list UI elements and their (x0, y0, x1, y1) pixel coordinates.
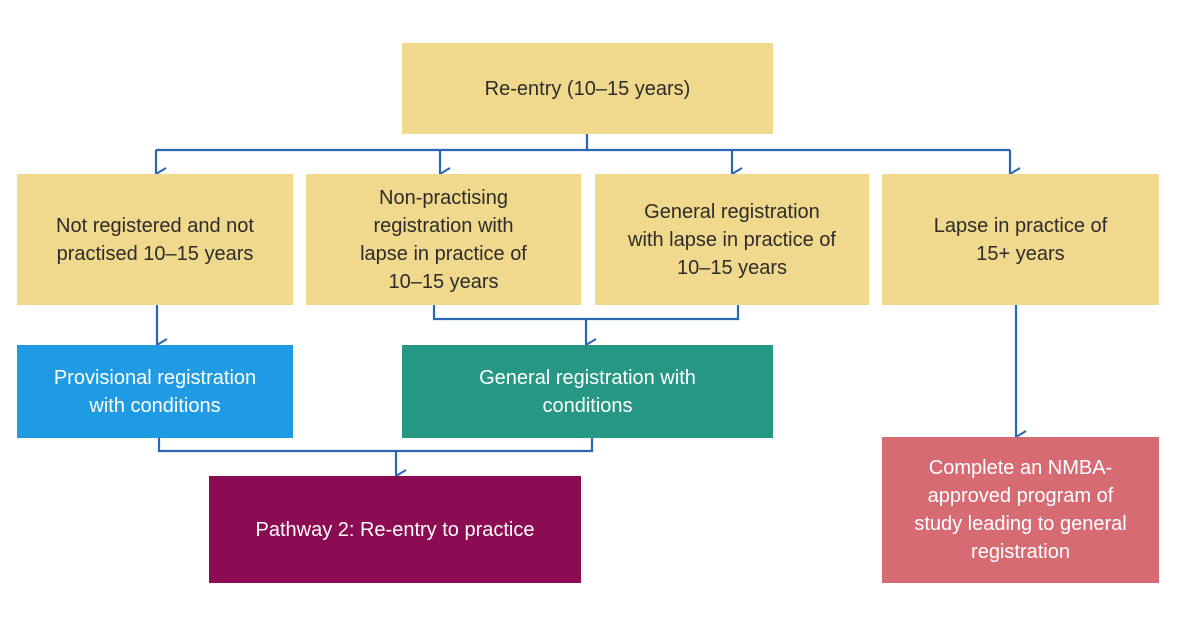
outcome-general-registration-conditions: General registration with conditions (402, 345, 773, 438)
category-general-lapse: General registration with lapse in pract… (595, 174, 869, 305)
category-lapse-15-plus: Lapse in practice of 15+ years (882, 174, 1159, 305)
category-not-registered: Not registered and not practised 10–15 y… (17, 174, 293, 305)
merge-to-pathway-line (157, 438, 594, 453)
outcome-nmba-program: Complete an NMBA- approved program of st… (882, 437, 1159, 583)
merge-to-general-conditions-line (432, 305, 740, 321)
root-box: Re-entry (10–15 years) (402, 43, 773, 134)
category-non-practising: Non-practising registration with lapse i… (306, 174, 581, 305)
outcome-provisional-registration: Provisional registration with conditions (17, 345, 293, 438)
outcome-pathway-2: Pathway 2: Re-entry to practice (209, 476, 581, 583)
